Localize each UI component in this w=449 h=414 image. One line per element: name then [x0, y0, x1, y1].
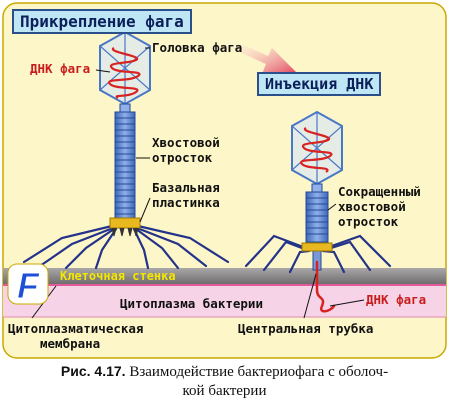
basal-plate-right [301, 242, 333, 252]
title-injection: Инъекция ДНК [257, 72, 382, 96]
label-basal-plate-2: пластинка [152, 195, 220, 210]
label-tail-process-1: Хвостовой [152, 135, 220, 150]
label-central-tube: Центральная трубка [238, 321, 374, 336]
phage-right [244, 110, 392, 313]
label-tail-process-2: отросток [152, 150, 213, 165]
label-contracted-tail-3: отросток [338, 214, 399, 229]
f-badge: F [7, 263, 49, 306]
neck-right [311, 183, 323, 193]
tail-rings-right [306, 197, 328, 235]
injected-dna [315, 260, 336, 313]
f-badge-letter: F [17, 265, 40, 306]
label-contracted-tail-1: Сокращенный [338, 184, 421, 199]
basal-plate-left [109, 217, 141, 229]
label-phage-head: Головка фага [152, 40, 243, 55]
caption-number: Рис. 4.17. [60, 363, 126, 379]
caption-text-1: Взаимодействие бактериофага с оболоч- [129, 364, 389, 380]
dna-coil-left [108, 47, 141, 99]
figure-caption: Рис. 4.17. Взаимодействие бактериофага с… [0, 362, 449, 401]
neck-left [119, 103, 131, 113]
tail-rings-left [115, 117, 135, 215]
label-cytoplasmic-membrane-1: Цитоплазматическая [8, 321, 144, 336]
label-phage-dna-bottom: ДНК фага [366, 292, 427, 307]
label-cytoplasmic-membrane-2: мембрана [40, 336, 101, 351]
title-attachment: Прикрепление фага [12, 9, 192, 34]
label-basal-plate-1: Базальная [152, 180, 220, 195]
cell-wall [3, 268, 446, 284]
phage-left [22, 30, 230, 270]
tail-fibers-left [22, 224, 230, 270]
dna-coil-right [300, 127, 333, 173]
basal-spikes-left [111, 227, 139, 237]
label-cytoplasm: Цитоплазма бактерии [120, 296, 263, 311]
caption-line-1: Рис. 4.17. Взаимодействие бактериофага с… [0, 362, 449, 382]
transition-arrow [226, 38, 296, 74]
cytoplasm-band [3, 285, 446, 317]
label-cell-wall: Клеточная стенка [60, 269, 176, 283]
label-contracted-tail-2: хвостовой [338, 199, 406, 214]
caption-text-2: кой бактерии [182, 383, 267, 399]
label-phage-dna-top: ДНК фага [30, 61, 91, 76]
